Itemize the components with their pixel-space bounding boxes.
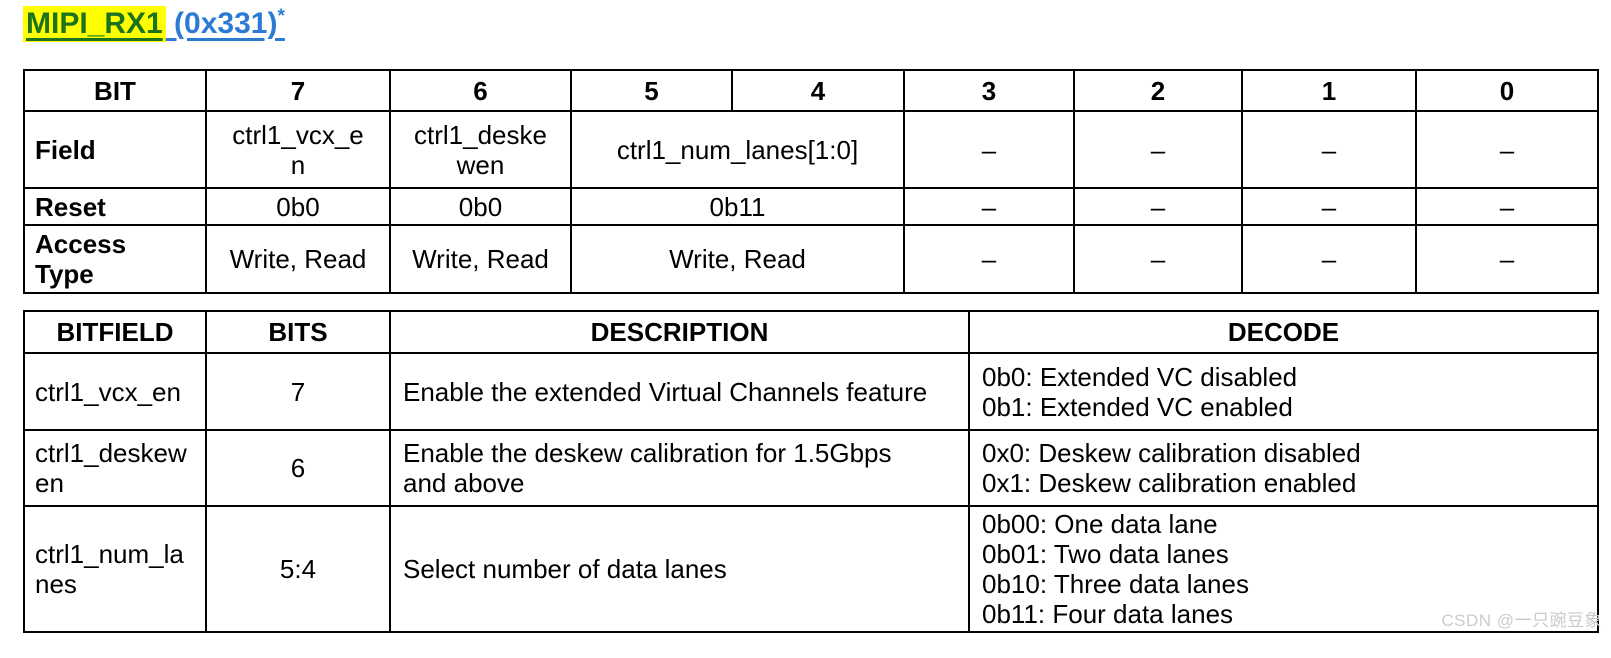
register-doc-page: MIPI_RX1 (0x331)* BIT 7 6 5 4 3 2 1 0 Fi… [23,6,1611,633]
description-cell: Select number of data lanes [389,505,970,633]
bitfield-column-header: BITFIELD [23,310,207,354]
access-bit1-cell: – [1241,224,1417,294]
bitfield-row-num-lanes: ctrl1_num_la nes 5:4 Select number of da… [23,505,1599,633]
bitfield-name-cell: ctrl1_num_la nes [23,505,207,633]
bit-number-4: 4 [731,69,905,112]
reset-row: Reset 0b0 0b0 0b11 – – – – [23,187,1599,226]
bits-cell: 5:4 [205,505,391,633]
bitfield-row-deskew-en: ctrl1_deskew en 6 Enable the deskew cali… [23,429,1599,507]
bits-cell: 6 [205,429,391,507]
register-address-text: (0x331) [165,7,278,40]
field-row-label: Field [23,110,207,189]
bitfield-row-vcx-en: ctrl1_vcx_en 7 Enable the extended Virtu… [23,352,1599,431]
reset-bit2-cell: – [1073,187,1243,226]
reset-bit1-cell: – [1241,187,1417,226]
reset-bit6-cell: 0b0 [389,187,572,226]
bit-number-7: 7 [205,69,391,112]
field-row: Field ctrl1_vcx_e n ctrl1_deske wen ctrl… [23,110,1599,189]
description-cell: Enable the extended Virtual Channels fea… [389,352,970,431]
bit-number-3: 3 [903,69,1075,112]
decode-cell: 0b0: Extended VC disabled 0b1: Extended … [968,352,1599,431]
access-bits54-cell: Write, Read [570,224,905,294]
bit-number-2: 2 [1073,69,1243,112]
access-bit2-cell: – [1073,224,1243,294]
field-bit6-cell: ctrl1_deske wen [389,110,572,189]
register-name: MIPI_RX1 [23,6,166,42]
bitfield-name-cell: ctrl1_deskew en [23,429,207,507]
access-bit3-cell: – [903,224,1075,294]
field-bit3-cell: – [903,110,1075,189]
description-column-header: DESCRIPTION [389,310,970,354]
field-bit1-cell: – [1241,110,1417,189]
access-type-row: Access Type Write, Read Write, Read Writ… [23,224,1599,294]
access-type-row-label: Access Type [23,224,207,294]
reset-bit3-cell: – [903,187,1075,226]
field-bit7-cell: ctrl1_vcx_e n [205,110,391,189]
decode-cell: 0x0: Deskew calibration disabled 0x1: De… [968,429,1599,507]
page-title: MIPI_RX1 (0x331)* [23,6,1611,42]
decode-cell: 0b00: One data lane 0b01: Two data lanes… [968,505,1599,633]
bit-number-5: 5 [570,69,733,112]
bits-column-header: BITS [205,310,391,354]
description-cell: Enable the deskew calibration for 1.5Gbp… [389,429,970,507]
bitfield-name-cell: ctrl1_vcx_en [23,352,207,431]
reset-bit7-cell: 0b0 [205,187,391,226]
bitfield-header-row: BITFIELD BITS DESCRIPTION DECODE [23,310,1599,354]
reset-bits54-cell: 0b11 [570,187,905,226]
register-address: (0x331)* [165,6,285,40]
access-bit6-cell: Write, Read [389,224,572,294]
bitfield-description-table: BITFIELD BITS DESCRIPTION DECODE ctrl1_v… [23,310,1599,633]
register-footnote-asterisk: * [277,6,285,27]
access-bit0-cell: – [1415,224,1599,294]
reset-bit0-cell: – [1415,187,1599,226]
bits-cell: 7 [205,352,391,431]
bit-header-row: BIT 7 6 5 4 3 2 1 0 [23,69,1599,112]
field-bits54-cell: ctrl1_num_lanes[1:0] [570,110,905,189]
bit-number-1: 1 [1241,69,1417,112]
access-bit7-cell: Write, Read [205,224,391,294]
decode-column-header: DECODE [968,310,1599,354]
bit-layout-table: BIT 7 6 5 4 3 2 1 0 Field ctrl1_vcx_e n … [23,69,1599,294]
bit-number-0: 0 [1415,69,1599,112]
reset-row-label: Reset [23,187,207,226]
field-bit0-cell: – [1415,110,1599,189]
register-link[interactable]: MIPI_RX1 (0x331)* [23,6,285,42]
field-bit2-cell: – [1073,110,1243,189]
bit-header-label: BIT [23,69,207,112]
bit-number-6: 6 [389,69,572,112]
